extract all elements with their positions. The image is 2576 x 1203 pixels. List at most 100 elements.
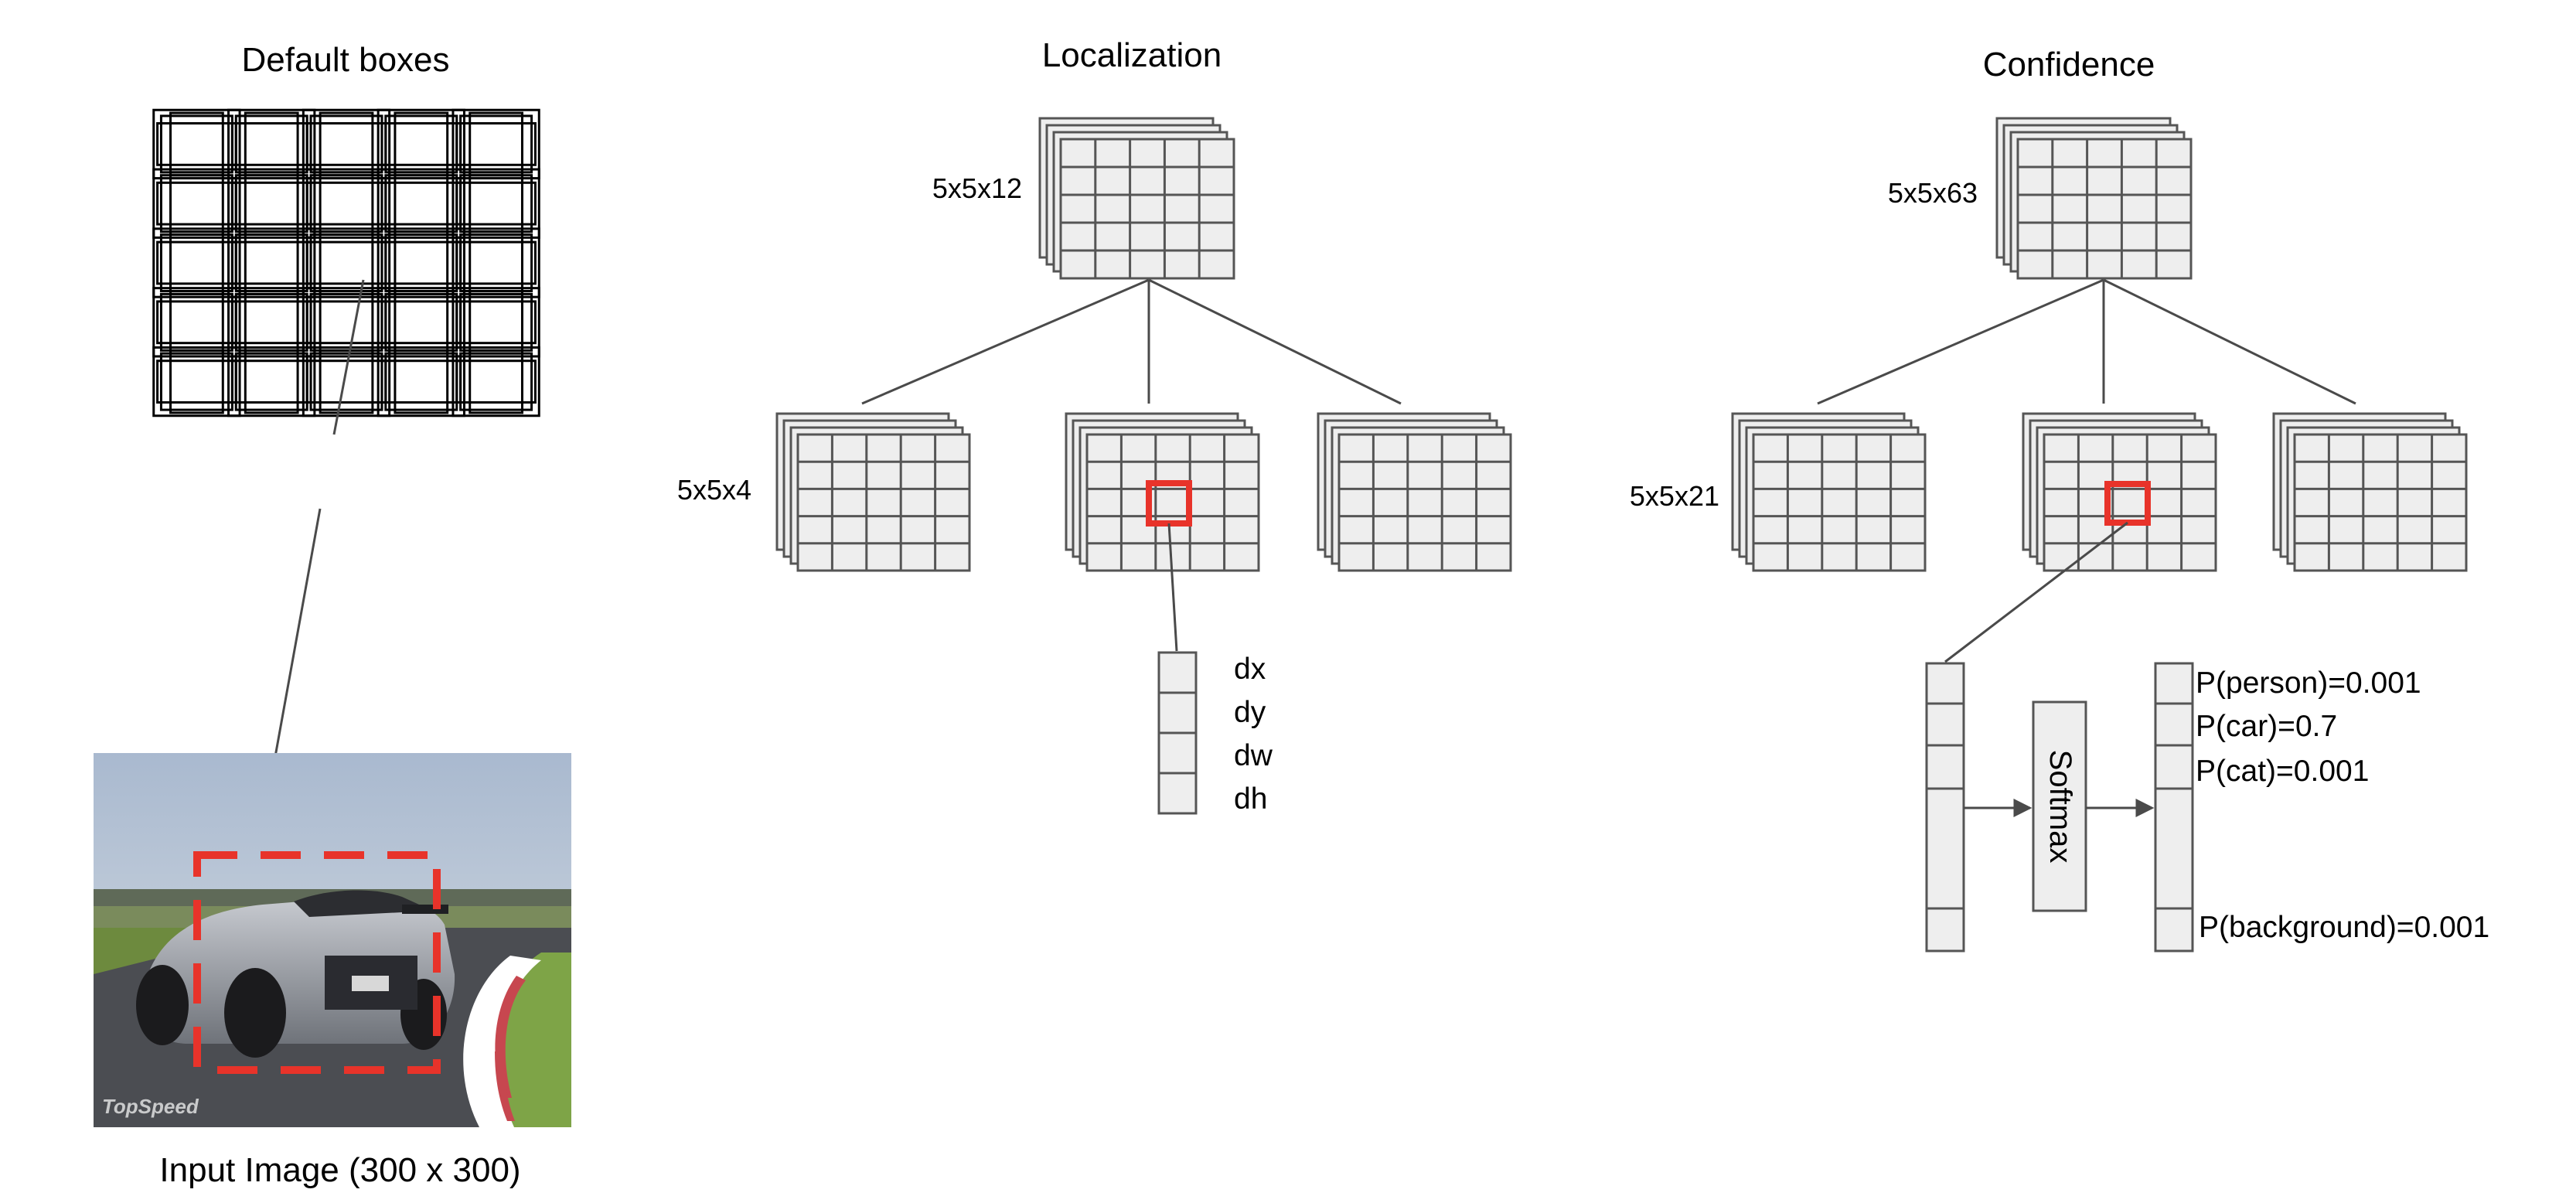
- default-box: [156, 240, 237, 285]
- default-box: [305, 122, 387, 166]
- default-box: [227, 227, 316, 298]
- default-box: [230, 122, 312, 166]
- default-box: [380, 240, 462, 285]
- default-box: [459, 352, 533, 411]
- offset-dy: dy: [1234, 696, 1266, 729]
- conf-top-dim-label: 5x5x63: [1888, 177, 1978, 209]
- default-box: [455, 181, 537, 226]
- default-box: [227, 168, 316, 239]
- default-box: [227, 287, 316, 358]
- default-box: [227, 108, 316, 180]
- default-box: [230, 360, 312, 404]
- conf-vector-connector: [1944, 521, 2128, 663]
- conf-connector-right: [2103, 278, 2356, 405]
- input-image-caption: Input Image (300 x 300): [159, 1151, 520, 1189]
- default-box: [455, 300, 537, 345]
- confidence-title: Confidence: [1983, 46, 2155, 83]
- localization-top-feature-map: [1038, 117, 1235, 280]
- grid-frame: [2016, 138, 2193, 280]
- prob-person: P(person)=0.001: [2196, 666, 2421, 700]
- default-box: [302, 346, 391, 417]
- conf-branch-dim-label: 5x5x21: [1630, 480, 1719, 512]
- default-box: [377, 168, 465, 239]
- default-box-connector-upper: [332, 279, 365, 435]
- default-box: [156, 122, 237, 166]
- default-box: [230, 181, 312, 226]
- grid-frame: [2043, 433, 2217, 572]
- default-box: [156, 300, 237, 345]
- loc-connector-left: [861, 278, 1150, 405]
- default-box: [156, 181, 237, 226]
- probability-vector: [2154, 662, 2194, 953]
- default-box: [394, 349, 449, 414]
- default-box: [380, 360, 462, 404]
- default-box: [152, 287, 241, 358]
- watermark: TopSpeed: [102, 1095, 199, 1118]
- default-box: [380, 122, 462, 166]
- default-box: [152, 168, 241, 239]
- default-box: [377, 346, 465, 417]
- default-box: [169, 349, 224, 414]
- default-box: [230, 240, 312, 285]
- default-box: [152, 227, 241, 298]
- loc-vector-connector: [1167, 523, 1178, 652]
- default-box: [302, 108, 391, 180]
- confidence-feature-map-2: [2022, 412, 2217, 572]
- default-box: [302, 287, 391, 358]
- default-box: [380, 300, 462, 345]
- grid-frame: [796, 433, 971, 572]
- default-box: [302, 168, 391, 239]
- default-box: [451, 287, 540, 358]
- default-box: [305, 240, 387, 285]
- softmax-label: Softmax: [2043, 750, 2077, 864]
- softmax-block: Softmax: [2032, 700, 2087, 912]
- confidence-feature-map-1: [1731, 412, 1927, 572]
- default-box: [152, 108, 241, 180]
- ground-truth-box: [193, 851, 441, 1074]
- prob-car: P(car)=0.7: [2196, 710, 2337, 743]
- default-box: [380, 181, 462, 226]
- prob-background: P(background)=0.001: [2199, 911, 2489, 944]
- localization-feature-map-2: [1065, 412, 1260, 572]
- default-box: [451, 227, 540, 298]
- default-box: [305, 181, 387, 226]
- loc-connector-right: [1148, 278, 1402, 405]
- confidence-feature-map-3: [2272, 412, 2468, 572]
- localization-feature-map-3: [1317, 412, 1512, 572]
- offset-dh: dh: [1234, 782, 1267, 816]
- default-box: [227, 346, 316, 417]
- default-box: [455, 240, 537, 285]
- default-box: [377, 227, 465, 298]
- default-box: [152, 346, 241, 417]
- loc-offset-vector: [1157, 651, 1198, 815]
- default-box: [455, 360, 537, 404]
- conf-connector-left: [1817, 278, 2104, 405]
- offset-dx: dx: [1234, 653, 1266, 686]
- default-box: [469, 349, 523, 414]
- default-box: [230, 300, 312, 345]
- prob-cat: P(cat)=0.001: [2196, 755, 2369, 788]
- grid-frame: [1059, 138, 1235, 280]
- localization-feature-map-1: [775, 412, 971, 572]
- grid-frame: [1337, 433, 1512, 572]
- loc-branch-dim-label: 5x5x4: [677, 474, 751, 506]
- localization-title: Localization: [1042, 36, 1222, 74]
- default-box: [244, 349, 299, 414]
- grid-frame: [2293, 433, 2468, 572]
- default-box: [451, 346, 540, 417]
- default-boxes-title: Default boxes: [241, 41, 449, 79]
- class-score-vector: [1925, 662, 1965, 953]
- default-box: [451, 108, 540, 180]
- default-box: [319, 349, 374, 414]
- default-boxes-grid: [152, 108, 540, 417]
- default-box: [377, 287, 465, 358]
- loc-top-dim-label: 5x5x12: [932, 172, 1022, 204]
- default-box: [305, 300, 387, 345]
- default-box: [302, 227, 391, 298]
- input-image: [94, 753, 571, 1127]
- default-box: [156, 360, 237, 404]
- default-box: [455, 122, 537, 166]
- grid-frame: [1085, 433, 1260, 572]
- offset-dw: dw: [1234, 739, 1273, 772]
